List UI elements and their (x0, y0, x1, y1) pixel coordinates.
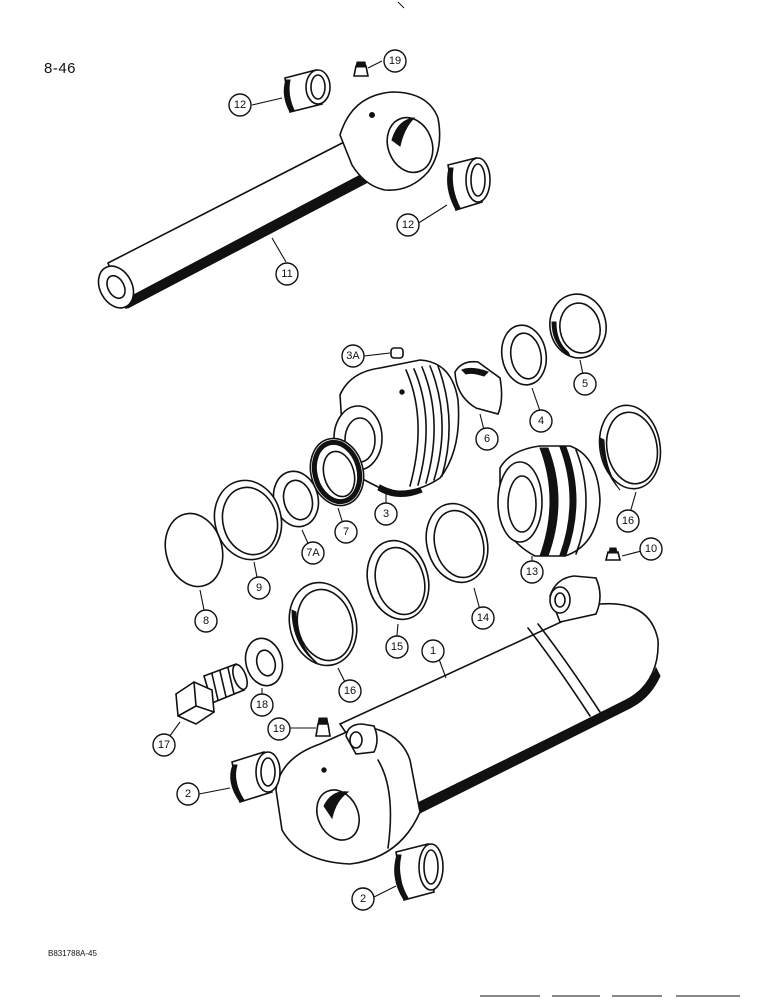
callout-7a: 7A (301, 541, 325, 565)
svg-text:11: 11 (281, 268, 292, 280)
seal-7 (309, 437, 365, 507)
svg-text:1: 1 (430, 645, 436, 657)
callout-8: 8 (194, 609, 218, 633)
svg-text:7: 7 (343, 526, 349, 538)
piston-13 (497, 445, 601, 557)
plug-3a (390, 347, 404, 359)
backup-ring-7a (272, 470, 320, 528)
cylinder-barrel-1 (275, 575, 661, 865)
bushing-2-left (230, 750, 281, 804)
grease-fitting-10 (604, 547, 622, 561)
svg-text:15: 15 (391, 641, 403, 653)
svg-text:7A: 7A (306, 547, 320, 559)
callout-7: 7 (334, 520, 358, 544)
rod-seal-4 (500, 324, 548, 386)
callout-10: 10 (639, 537, 663, 561)
callout-3: 3 (374, 502, 398, 526)
piston-seal-14 (425, 502, 489, 584)
callout-9: 9 (247, 576, 271, 600)
svg-text:13: 13 (526, 566, 538, 578)
callout-19-bottom: 19 (267, 717, 291, 741)
bolt-17 (175, 662, 248, 725)
figure-code: B831788A-45 (48, 949, 97, 958)
callout-6: 6 (475, 427, 499, 451)
callout-12-lower: 12 (396, 213, 420, 237)
svg-text:3: 3 (383, 508, 389, 520)
svg-text:18: 18 (256, 699, 268, 711)
svg-text:3A: 3A (346, 350, 360, 362)
callout-12-upper: 12 (228, 93, 252, 117)
svg-text:12: 12 (402, 219, 414, 231)
grease-fitting-top (353, 61, 369, 77)
bushing-12-upper (283, 69, 331, 113)
callout-16-lower: 16 (338, 679, 362, 703)
callout-19-top: 19 (383, 49, 407, 73)
callout-15: 15 (385, 635, 409, 659)
callout-4: 4 (529, 409, 553, 433)
svg-text:6: 6 (484, 433, 490, 445)
callout-17: 17 (152, 733, 176, 757)
o-ring-8 (164, 512, 224, 588)
grease-fitting-bottom (315, 717, 331, 737)
callout-11: 11 (275, 262, 299, 286)
callout-2-left: 2 (176, 782, 200, 806)
svg-text:19: 19 (389, 55, 401, 67)
svg-text:17: 17 (158, 739, 170, 751)
wear-ring-16-lower (288, 581, 358, 667)
svg-text:16: 16 (344, 685, 356, 697)
piston-seal-15 (366, 539, 430, 621)
svg-text:8: 8 (203, 615, 209, 627)
svg-text:4: 4 (538, 415, 544, 427)
ring-9 (213, 479, 283, 561)
bushing-2-bottom (394, 843, 444, 901)
svg-text:14: 14 (477, 612, 489, 624)
callout-14: 14 (471, 606, 495, 630)
svg-text:10: 10 (645, 543, 657, 555)
wear-ring-6 (454, 360, 503, 415)
svg-text:12: 12 (234, 99, 246, 111)
footer-dashes (397, 1, 740, 997)
callout-13: 13 (520, 560, 544, 584)
svg-text:16: 16 (622, 515, 634, 527)
wiper-seal-5 (549, 293, 607, 359)
callout-16-upper: 16 (616, 509, 640, 533)
callout-1: 1 (421, 639, 445, 663)
piston-rod (97, 91, 441, 310)
svg-text:19: 19 (273, 723, 285, 735)
callout-5: 5 (573, 372, 597, 396)
washer-18 (244, 637, 284, 687)
svg-text:5: 5 (582, 378, 588, 390)
svg-text:9: 9 (256, 582, 262, 594)
svg-text:2: 2 (360, 893, 366, 905)
callout-18: 18 (250, 693, 274, 717)
svg-text:2: 2 (185, 788, 191, 800)
wear-ring-16-upper (598, 404, 662, 491)
callout-2-bottom: 2 (351, 887, 375, 911)
callout-3a: 3A (341, 344, 365, 368)
bushing-12-lower (447, 157, 491, 212)
page-number: 8-46 (44, 60, 77, 77)
